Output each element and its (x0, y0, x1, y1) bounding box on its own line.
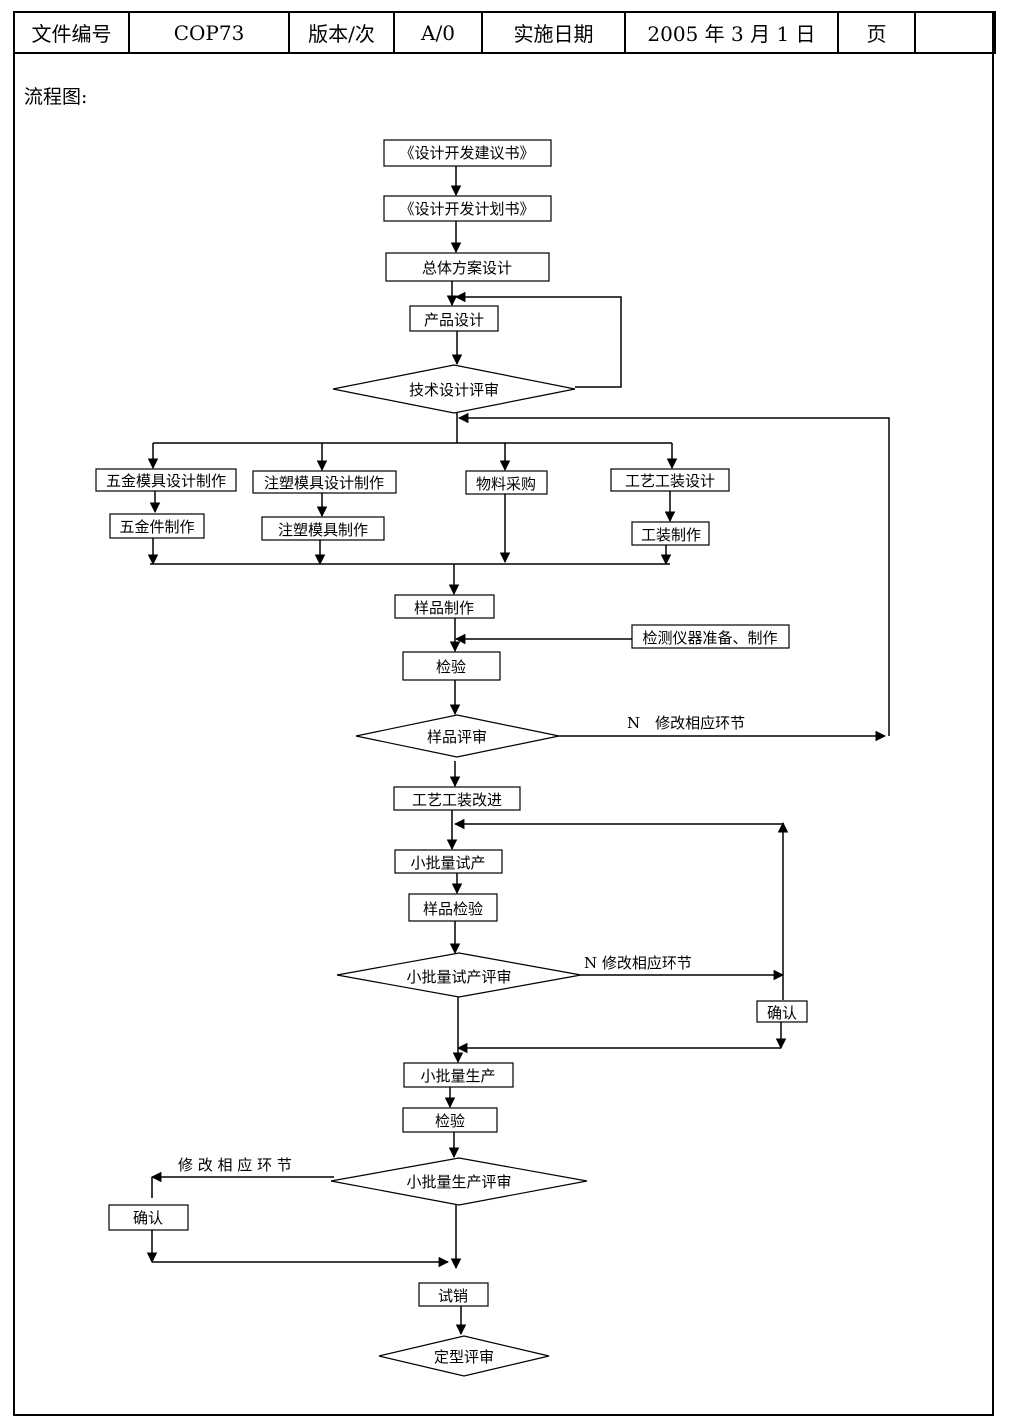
modify-note-3: 修 改 相 应 环 节 (178, 1156, 292, 1174)
flow-decision-batch-review-label: 小批量生产评审 (406, 1173, 511, 1191)
flow-node-tooling-improve: 工艺工装改进 (393, 786, 521, 811)
flow-decision-tech-review-label: 技术设计评审 (409, 381, 499, 399)
flow-node-instrument-prep-label: 检测仪器准备、制作 (642, 629, 777, 647)
flow-node-proposal-label: 《设计开发建议书》 (399, 144, 534, 162)
date: 2005 年 3 月 1 日 (624, 11, 839, 54)
flow-node-pilot-trial: 小批量试产 (394, 849, 503, 874)
flow-node-trial-sale-label: 试销 (438, 1287, 468, 1305)
flow-node-plastic-mold-label: 注塑模具设计制作 (264, 474, 384, 492)
flow-node-confirm-2: 确认 (108, 1204, 189, 1231)
modify-note-2: N 修改相应环节 (584, 954, 692, 972)
flow-node-trial-sale: 试销 (418, 1282, 489, 1307)
flow-node-inspection-2-label: 检验 (435, 1112, 465, 1130)
connectors (146, 166, 890, 1336)
flow-decision-final-review: 定型评审 (378, 1335, 550, 1377)
flow-node-small-batch-label: 小批量生产 (420, 1067, 495, 1085)
flow-node-product-design-label: 产品设计 (424, 311, 484, 329)
flow-node-process-tooling: 工艺工装设计 (610, 468, 730, 492)
flow-node-confirm-2-label: 确认 (133, 1209, 163, 1227)
flow-node-plastic-mold-make-label: 注塑模具制作 (278, 521, 368, 539)
flow-node-overall-design-label: 总体方案设计 (422, 259, 512, 277)
version: A/0 (393, 11, 483, 54)
flow-node-tooling-make-label: 工装制作 (641, 526, 701, 544)
doc-no-label: 文件编号 (13, 11, 130, 54)
modify-note-1: N 修改相应环节 (627, 714, 745, 732)
flow-node-hardware-mold: 五金模具设计制作 (95, 468, 237, 492)
flow-node-inspection-1: 检验 (402, 651, 501, 681)
flow-node-confirm-1-label: 确认 (767, 1004, 797, 1022)
document-header: 文件编号 COP73 版本/次 A/0 实施日期 2005 年 3 月 1 日 … (13, 11, 996, 54)
flow-node-instrument-prep: 检测仪器准备、制作 (631, 624, 790, 649)
flow-node-sample-make-label: 样品制作 (414, 599, 474, 617)
flow-node-hardware-parts-label: 五金件制作 (119, 518, 194, 536)
flow-node-inspection-2: 检验 (402, 1107, 498, 1133)
flow-node-sample-make: 样品制作 (394, 594, 495, 619)
flow-node-plastic-mold: 注塑模具设计制作 (252, 470, 397, 494)
flow-node-tooling-improve-label: 工艺工装改进 (412, 791, 502, 809)
flow-node-hardware-mold-label: 五金模具设计制作 (106, 472, 226, 490)
flow-node-process-tooling-label: 工艺工装设计 (625, 472, 715, 490)
flow-node-proposal: 《设计开发建议书》 (383, 139, 552, 167)
flow-node-confirm-1: 确认 (756, 1000, 808, 1023)
flow-node-sample-inspect-label: 样品检验 (423, 900, 483, 918)
flow-node-material-purchase-label: 物料采购 (476, 475, 536, 493)
flow-node-plan-label: 《设计开发计划书》 (399, 200, 534, 218)
flow-decision-tech-review: 技术设计评审 (332, 364, 576, 414)
flow-decision-pilot-review-label: 小批量试产评审 (406, 968, 511, 986)
flow-decision-sample-review-label: 样品评审 (427, 728, 487, 746)
flow-decision-batch-review: 小批量生产评审 (330, 1157, 588, 1206)
flow-node-pilot-trial-label: 小批量试产 (410, 854, 485, 872)
flow-node-overall-design: 总体方案设计 (385, 252, 550, 282)
flow-node-small-batch: 小批量生产 (403, 1062, 514, 1088)
flow-node-tooling-make: 工装制作 (631, 521, 710, 546)
flow-decision-pilot-review: 小批量试产评审 (336, 952, 582, 998)
flow-node-product-design: 产品设计 (409, 305, 499, 332)
flow-node-sample-inspect: 样品检验 (408, 893, 498, 922)
page-number (914, 11, 996, 54)
date-label: 实施日期 (481, 11, 626, 54)
page-label: 页 (837, 11, 916, 54)
flow-node-plastic-mold-make: 注塑模具制作 (261, 516, 385, 541)
version-label: 版本/次 (288, 11, 395, 54)
doc-no: COP73 (128, 11, 290, 54)
flow-decision-final-review-label: 定型评审 (434, 1348, 494, 1366)
section-title: 流程图: (24, 86, 88, 108)
flow-decision-sample-review: 样品评审 (355, 714, 560, 758)
flow-node-plan: 《设计开发计划书》 (383, 195, 552, 222)
flow-node-hardware-parts: 五金件制作 (109, 513, 205, 539)
flow-node-inspection-1-label: 检验 (436, 658, 466, 676)
flow-node-material-purchase: 物料采购 (465, 470, 548, 495)
